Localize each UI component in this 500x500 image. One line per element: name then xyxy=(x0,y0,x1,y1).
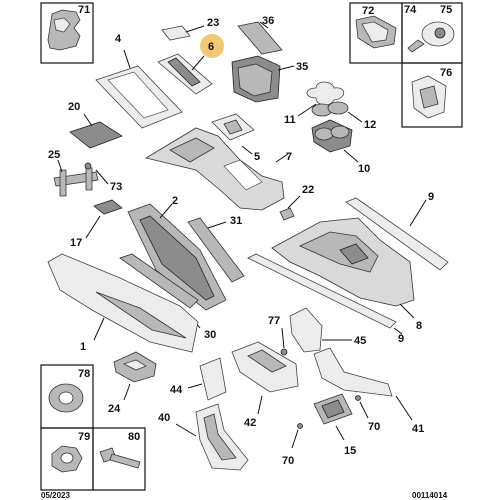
part-24: 24 xyxy=(108,351,157,415)
callout-77: 77 xyxy=(268,315,280,327)
part-30: 30 xyxy=(119,253,216,341)
callout-72: 72 xyxy=(362,5,374,17)
part-8: 8 xyxy=(271,217,422,332)
inset-box-71: 71 xyxy=(40,2,94,64)
callout-42: 42 xyxy=(244,417,256,429)
inset-box-72: 72 xyxy=(349,2,403,64)
callout-11: 11 xyxy=(284,114,296,126)
inset-box-76: 76 xyxy=(401,62,463,128)
callout-41: 41 xyxy=(412,423,424,435)
callout-45: 45 xyxy=(354,335,366,347)
part-5: 5 xyxy=(211,113,260,163)
callout-35: 35 xyxy=(296,61,308,73)
callout-2: 2 xyxy=(172,195,178,207)
part-4: 4 xyxy=(95,33,183,129)
callout-23: 23 xyxy=(207,17,219,29)
callout-80: 80 xyxy=(128,431,140,443)
callout-6-highlight xyxy=(200,34,224,58)
callout-44: 44 xyxy=(170,384,183,396)
callout-73: 73 xyxy=(110,181,122,193)
part-17: 17 xyxy=(70,199,123,249)
callout-12: 12 xyxy=(364,119,376,131)
callout-36: 36 xyxy=(262,15,274,27)
part-15: 15 70 70 xyxy=(282,393,380,467)
part-9-upper: 9 xyxy=(345,191,449,271)
callout-9-upper: 9 xyxy=(428,191,434,203)
callout-79: 79 xyxy=(78,431,90,443)
callout-74: 74 xyxy=(404,4,417,16)
part-77: 77 xyxy=(268,315,288,356)
callout-10: 10 xyxy=(358,163,370,175)
inset-box-78: 78 xyxy=(40,364,94,429)
callout-70-right: 70 xyxy=(368,421,380,433)
callout-9-lower: 9 xyxy=(398,333,404,345)
part-40: 40 xyxy=(158,403,249,471)
callout-1: 1 xyxy=(80,341,86,353)
callout-8: 8 xyxy=(416,320,422,332)
part-1: 1 xyxy=(47,253,199,353)
callout-6: 6 xyxy=(208,41,214,53)
part-25-73: 25 73 xyxy=(48,149,122,197)
callout-15: 15 xyxy=(344,445,356,457)
part-41: 41 xyxy=(313,347,424,435)
callout-78: 78 xyxy=(78,368,90,380)
part-45: 45 xyxy=(289,307,366,353)
part-22: 22 xyxy=(279,184,314,221)
part-9-lower: 9 xyxy=(247,253,404,345)
callout-25: 25 xyxy=(48,149,60,161)
part-7: 7 xyxy=(144,127,292,211)
callout-30: 30 xyxy=(204,329,216,341)
part-36: 36 xyxy=(237,15,283,55)
part-2: 2 xyxy=(127,195,227,311)
part-23: 23 xyxy=(161,17,219,41)
callout-40: 40 xyxy=(158,412,170,424)
callout-70-left: 70 xyxy=(282,455,294,467)
callout-71: 71 xyxy=(78,4,90,16)
part-35: 35 xyxy=(231,55,308,103)
callout-5: 5 xyxy=(254,151,260,163)
inset-box-80: 80 xyxy=(92,427,146,491)
callout-7: 7 xyxy=(286,151,292,163)
callout-75: 75 xyxy=(440,4,452,16)
callout-22: 22 xyxy=(302,184,314,196)
callout-17: 17 xyxy=(70,237,82,249)
part-6: 6 xyxy=(157,34,224,95)
part-11: 11 xyxy=(284,81,345,126)
part-44: 44 xyxy=(170,357,227,401)
inset-box-74-75: 74 75 xyxy=(401,2,463,64)
callout-4: 4 xyxy=(115,33,122,45)
part-20: 20 xyxy=(68,101,123,149)
inset-box-79: 79 xyxy=(40,427,94,491)
footer-reference: 00114014 xyxy=(412,491,448,500)
callout-24: 24 xyxy=(108,403,121,415)
part-31: 31 xyxy=(187,215,245,283)
part-12: 12 xyxy=(311,101,376,131)
callout-20: 20 xyxy=(68,101,80,113)
part-10: 10 xyxy=(311,119,370,175)
callout-31: 31 xyxy=(230,215,242,227)
footer-date: 05/2023 xyxy=(41,491,70,500)
part-42: 42 xyxy=(231,341,299,429)
callout-76: 76 xyxy=(440,67,452,79)
